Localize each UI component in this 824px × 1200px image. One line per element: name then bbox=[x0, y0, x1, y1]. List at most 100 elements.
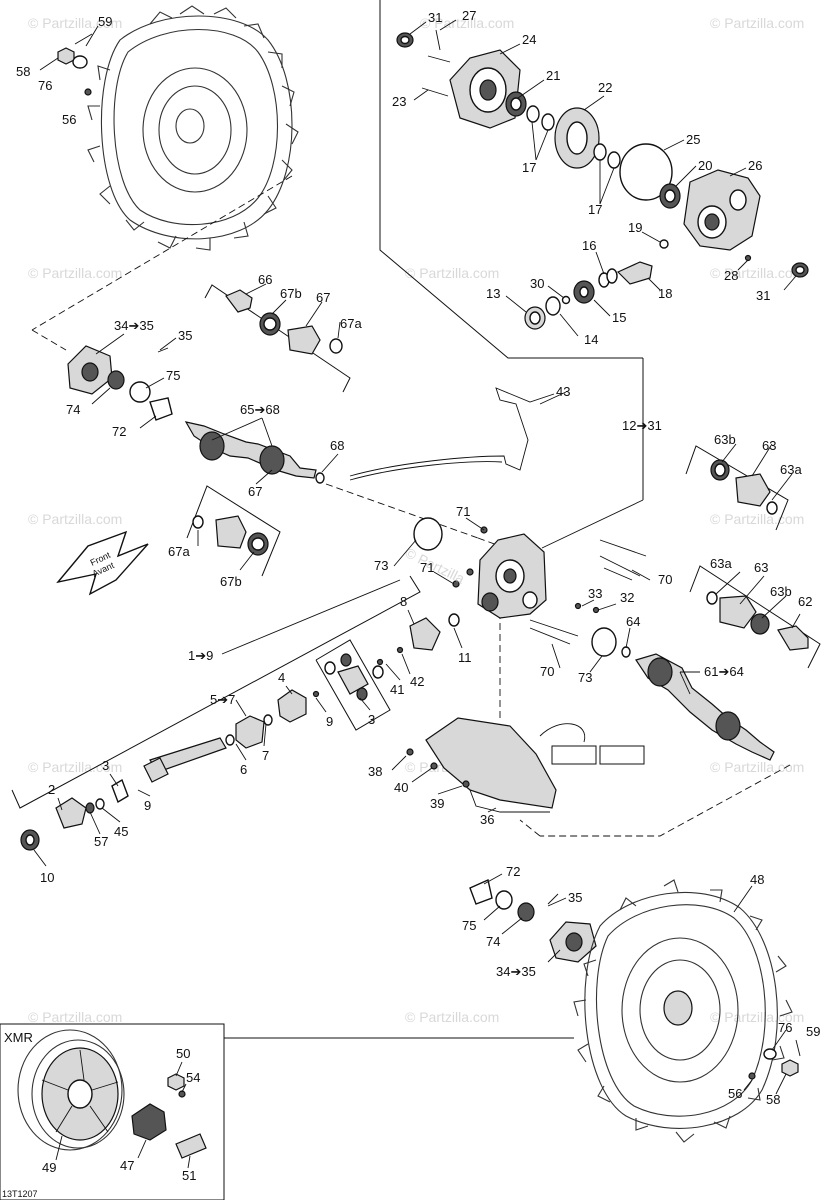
callout-1-9: 1➔9 bbox=[188, 648, 213, 663]
circlip-icon bbox=[315, 472, 325, 484]
breather-tube-icon bbox=[349, 387, 555, 477]
pinion-icon bbox=[616, 261, 653, 285]
callout-65-68: 65➔68 bbox=[240, 402, 280, 417]
callout-57: 57 bbox=[94, 834, 108, 849]
callout-43: 43 bbox=[556, 384, 570, 399]
yoke-icon bbox=[143, 757, 169, 783]
callout-35: 35 bbox=[178, 328, 192, 343]
callout-76: 76 bbox=[778, 1020, 792, 1035]
label-box bbox=[599, 745, 645, 765]
callout-27: 27 bbox=[462, 8, 476, 23]
callout-34-35: 34➔35 bbox=[114, 318, 154, 333]
callout-28: 28 bbox=[724, 268, 738, 283]
callout-16: 16 bbox=[582, 238, 596, 253]
callout-23: 23 bbox=[392, 94, 406, 109]
boot-icon bbox=[719, 595, 757, 629]
nut-icon bbox=[781, 1059, 799, 1077]
stub-shaft-icon bbox=[225, 289, 253, 313]
skid-plate-icon bbox=[425, 717, 557, 809]
callout-74: 74 bbox=[486, 934, 500, 949]
callout-12-31: 12➔31 bbox=[622, 418, 662, 433]
spacer-icon bbox=[545, 296, 561, 316]
figure-code: 13T1207 bbox=[2, 1189, 38, 1199]
left-driveshaft-group bbox=[67, 284, 351, 577]
callout-71: 71 bbox=[456, 504, 470, 519]
leader-lines bbox=[33, 19, 801, 1169]
hub-cap-icon bbox=[131, 1103, 167, 1141]
watermark: © Partzilla.com bbox=[710, 511, 804, 527]
callout-39: 39 bbox=[430, 796, 444, 811]
decal-icon bbox=[175, 1133, 207, 1159]
callout-63b: 63b bbox=[714, 432, 736, 447]
callout-67b: 67b bbox=[280, 286, 302, 301]
callout-7: 7 bbox=[262, 748, 269, 763]
wheel-center-icon bbox=[663, 990, 693, 1026]
callout-75: 75 bbox=[166, 368, 180, 383]
nut-icon bbox=[107, 370, 125, 390]
label-box bbox=[551, 745, 597, 765]
callout-10: 10 bbox=[40, 870, 54, 885]
callout-56: 56 bbox=[62, 112, 76, 127]
callout-24: 24 bbox=[522, 32, 536, 47]
callout-72: 72 bbox=[112, 424, 126, 439]
callout-41: 41 bbox=[390, 682, 404, 697]
callout-72: 72 bbox=[506, 864, 520, 879]
callout-22: 22 bbox=[598, 80, 612, 95]
shim-icon bbox=[541, 113, 555, 131]
callout-75: 75 bbox=[462, 918, 476, 933]
seal-ring-icon bbox=[591, 627, 617, 657]
callout-59: 59 bbox=[98, 14, 112, 29]
callout-26: 26 bbox=[748, 158, 762, 173]
callout-25: 25 bbox=[686, 132, 700, 147]
callout-59: 59 bbox=[806, 1024, 820, 1039]
ring-icon bbox=[495, 890, 513, 910]
callout-63a: 63a bbox=[710, 556, 732, 571]
bolt-icon bbox=[599, 539, 647, 557]
watermark: © Partzilla.com bbox=[28, 265, 122, 281]
callout-9: 9 bbox=[326, 714, 333, 729]
plug-icon bbox=[659, 239, 669, 249]
watermark: © Partzilla.com bbox=[28, 759, 122, 775]
callout-17: 17 bbox=[522, 160, 536, 175]
boot-icon bbox=[287, 325, 321, 355]
callout-4: 4 bbox=[278, 670, 285, 685]
watermark: © Partzilla.com bbox=[710, 15, 804, 31]
callout-56: 56 bbox=[728, 1086, 742, 1101]
callout-40: 40 bbox=[394, 780, 408, 795]
o-ring-icon bbox=[619, 143, 673, 201]
nut-icon bbox=[517, 902, 535, 922]
callout-70: 70 bbox=[540, 664, 554, 679]
callout-51: 51 bbox=[182, 1168, 196, 1183]
stub-shaft-icon bbox=[777, 625, 809, 651]
yoke-icon bbox=[277, 689, 307, 723]
callout-71: 71 bbox=[420, 560, 434, 575]
callout-34-35: 34➔35 bbox=[496, 964, 536, 979]
callout-67a: 67a bbox=[168, 544, 190, 559]
callout-58: 58 bbox=[766, 1092, 780, 1107]
callout-30: 30 bbox=[530, 276, 544, 291]
hub-group-bottom-right bbox=[469, 879, 597, 963]
washer-icon bbox=[72, 55, 88, 69]
nut-icon bbox=[167, 1073, 185, 1091]
watermark: © Partzilla.com bbox=[28, 511, 122, 527]
callout-63: 63 bbox=[762, 438, 776, 453]
callout-66: 66 bbox=[258, 272, 272, 287]
callout-64: 64 bbox=[626, 614, 640, 629]
front-direction-arrow: Front Avant bbox=[56, 530, 149, 596]
watermark: © Partzilla.com bbox=[405, 1009, 499, 1025]
universal-joint-icon bbox=[337, 665, 369, 695]
callout-3: 3 bbox=[368, 712, 375, 727]
callout-5-7: 5➔7 bbox=[210, 692, 235, 707]
callout-2: 2 bbox=[48, 782, 55, 797]
callout-15: 15 bbox=[612, 310, 626, 325]
bolt-icon bbox=[421, 87, 449, 97]
callout-67b: 67b bbox=[220, 574, 242, 589]
watermark: © Partzilla.com bbox=[710, 759, 804, 775]
seal-ring-icon bbox=[413, 517, 443, 551]
callout-48: 48 bbox=[750, 872, 764, 887]
inset-title: XMR bbox=[4, 1030, 33, 1045]
tire-top-left bbox=[87, 5, 299, 251]
stud-icon bbox=[435, 29, 441, 51]
xmr-inset bbox=[0, 1023, 574, 1200]
